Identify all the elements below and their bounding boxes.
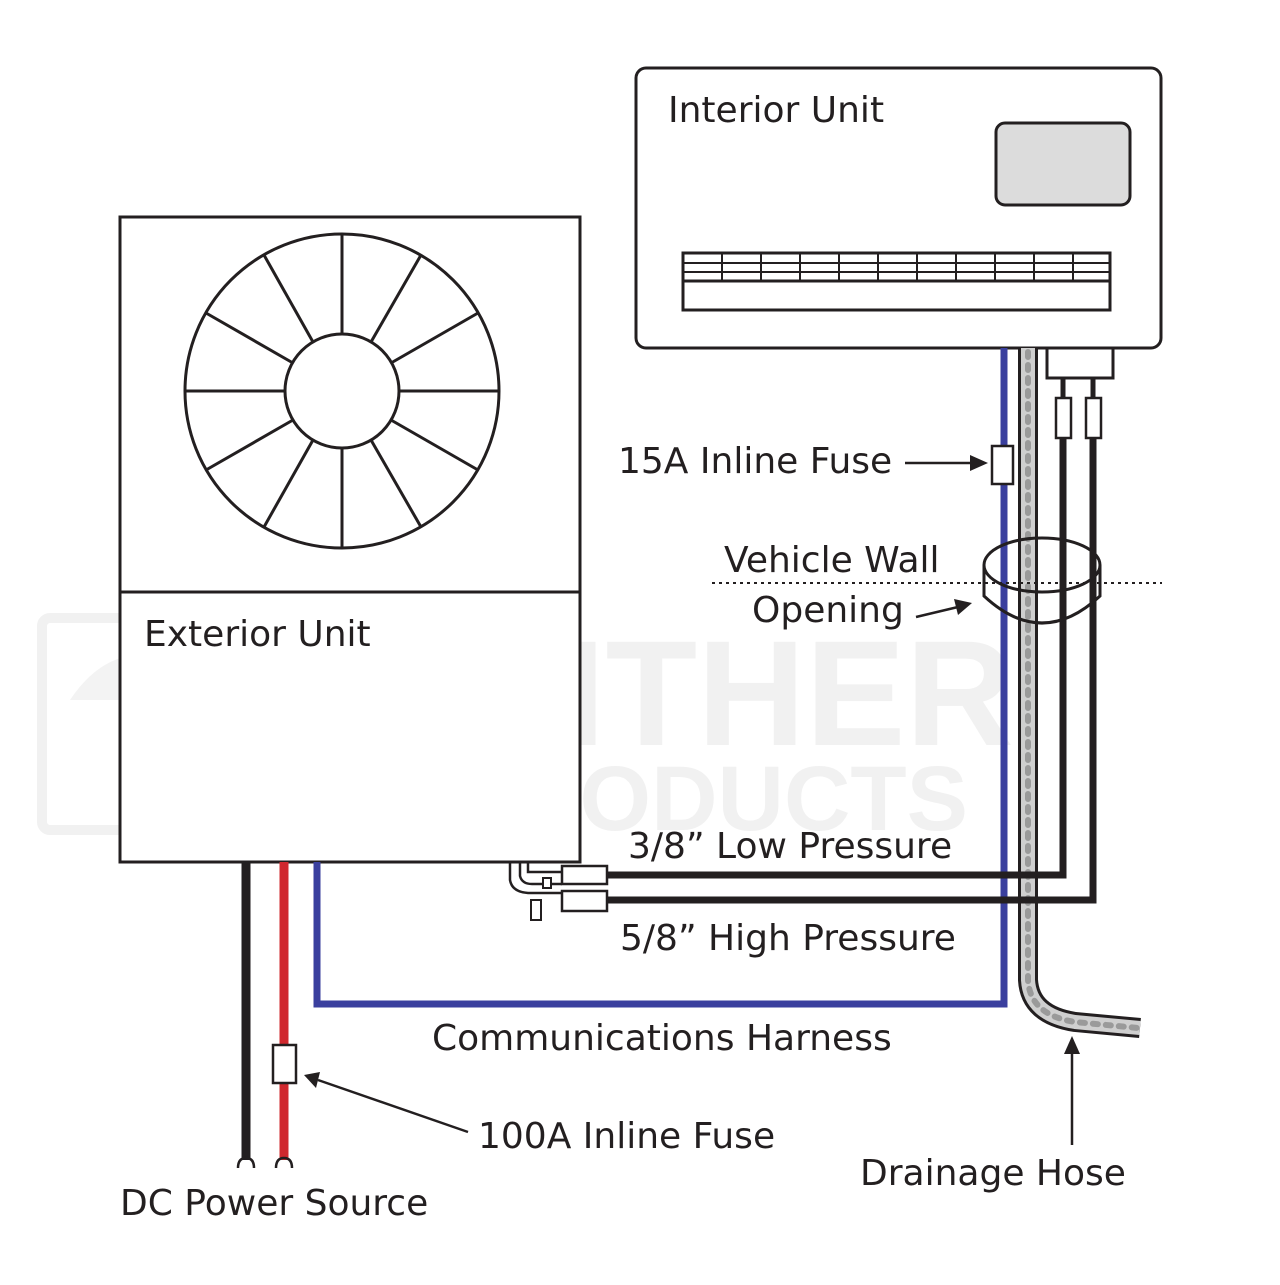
grommet-sleeve <box>982 565 1102 625</box>
label-dc-power-source: DC Power Source <box>120 1183 428 1224</box>
label-high-pressure: 5/8” High Pressure <box>620 918 956 959</box>
fan-icon <box>183 232 501 550</box>
exterior-line-fittings <box>508 862 609 921</box>
arrow-opening <box>915 599 972 619</box>
label-communications-harness: Communications Harness <box>432 1018 892 1059</box>
communications-harness-wire <box>313 348 1008 1008</box>
interior-unit-label: Interior Unit <box>668 90 884 131</box>
vehicle-wall-opening <box>712 536 1162 625</box>
label-drainage-hose: Drainage Hose <box>860 1153 1126 1194</box>
label-100a-inline-fuse: 100A Inline Fuse <box>478 1116 775 1157</box>
fuse-100a-icon <box>271 1043 298 1085</box>
drainage-hose <box>1018 348 1141 1038</box>
label-opening: Opening <box>752 590 904 631</box>
exterior-unit-label: Exterior Unit <box>144 614 371 655</box>
arrow-15a-fuse <box>905 455 988 471</box>
fuse-15a-icon <box>990 444 1015 486</box>
interior-vent-grille <box>681 251 1112 312</box>
label-15a-inline-fuse: 15A Inline Fuse <box>618 441 892 482</box>
positive-terminal-icon <box>274 1156 294 1169</box>
dc-power-wires <box>236 862 298 1169</box>
arrow-100a-fuse <box>304 1072 469 1134</box>
label-vehicle-wall: Vehicle Wall <box>724 540 940 581</box>
exterior-unit: Exterior Unit <box>118 215 582 864</box>
interior-unit: Interior Unit <box>634 66 1163 350</box>
high-pressure-line <box>605 438 1097 904</box>
arrow-drainage-hose <box>1064 1036 1080 1145</box>
label-low-pressure: 3/8” Low Pressure <box>628 826 952 867</box>
interior-line-connector <box>1045 346 1115 440</box>
interior-display-panel <box>994 121 1132 207</box>
negative-terminal-icon <box>236 1156 256 1169</box>
